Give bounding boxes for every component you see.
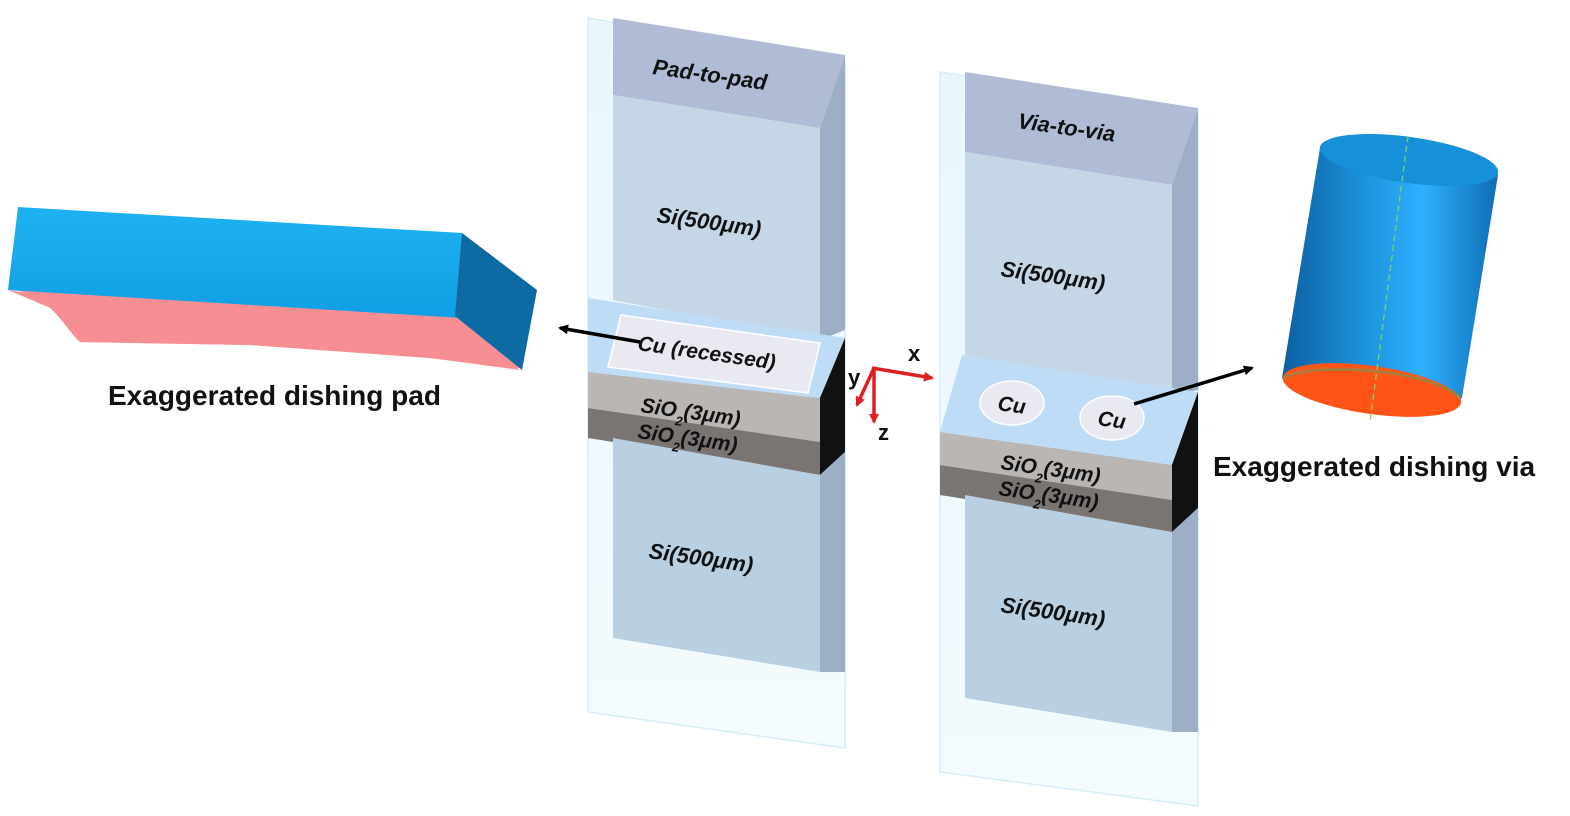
via-pointer-arrow	[1133, 365, 1254, 406]
via-to-via-assembly	[939, 71, 1199, 807]
via-si-top-cap	[965, 72, 1198, 185]
pad-si-top-face	[613, 95, 820, 340]
dishing-pad-side-face	[455, 233, 537, 370]
dishing-pad-top-face	[8, 207, 462, 318]
pad-pointer-arrow	[558, 324, 641, 344]
via-cylinder-centerline	[1369, 135, 1409, 423]
via-callout-label: Exaggerated dishing via	[1213, 451, 1536, 482]
pad-oxide-lower	[588, 408, 820, 475]
via-cylinder-bottom-rim	[1282, 367, 1462, 400]
dishing-pad-illustration	[8, 207, 537, 370]
via-cu-right-disc	[1079, 395, 1145, 441]
pad-si-bottom-side	[820, 452, 845, 672]
pad-si-top-side	[820, 55, 845, 340]
pad-oxide-side	[820, 340, 845, 475]
via-si-top-face	[965, 152, 1172, 395]
axis-y-arrow	[855, 367, 876, 407]
via-si-top-side	[1172, 108, 1198, 395]
via-cylinder-body	[1282, 137, 1498, 410]
dishing-via-illustration	[1282, 134, 1499, 423]
pad-cu-recessed-area	[607, 314, 821, 394]
via-cu-right-label: Cu	[1096, 407, 1127, 434]
pad-si-bottom-face	[613, 438, 820, 672]
axes-triad	[855, 366, 934, 424]
dishing-pad-curve	[8, 290, 520, 370]
pad-callout-label: Exaggerated dishing pad	[108, 380, 441, 411]
pad-to-pad-assembly	[587, 17, 846, 749]
via-oxide-upper	[940, 432, 1172, 500]
pad-si-top-cap	[613, 18, 845, 128]
pad-oxide-upper	[588, 372, 820, 442]
via-oxide-side	[1172, 400, 1198, 532]
axis-z-label: z	[878, 420, 889, 445]
axis-y-label: y	[848, 365, 861, 390]
via-si-bottom-face	[965, 495, 1172, 732]
via-cylinder-bottom-face	[1282, 363, 1462, 417]
via-oxide-lower	[940, 465, 1172, 532]
axis-x-label: x	[908, 341, 921, 366]
via-si-bottom-side	[1172, 508, 1198, 732]
axis-x-arrow	[871, 366, 934, 382]
via-cu-left-label: Cu	[996, 392, 1027, 419]
via-cu-left-disc	[979, 380, 1045, 426]
via-cylinder-top	[1319, 134, 1499, 186]
